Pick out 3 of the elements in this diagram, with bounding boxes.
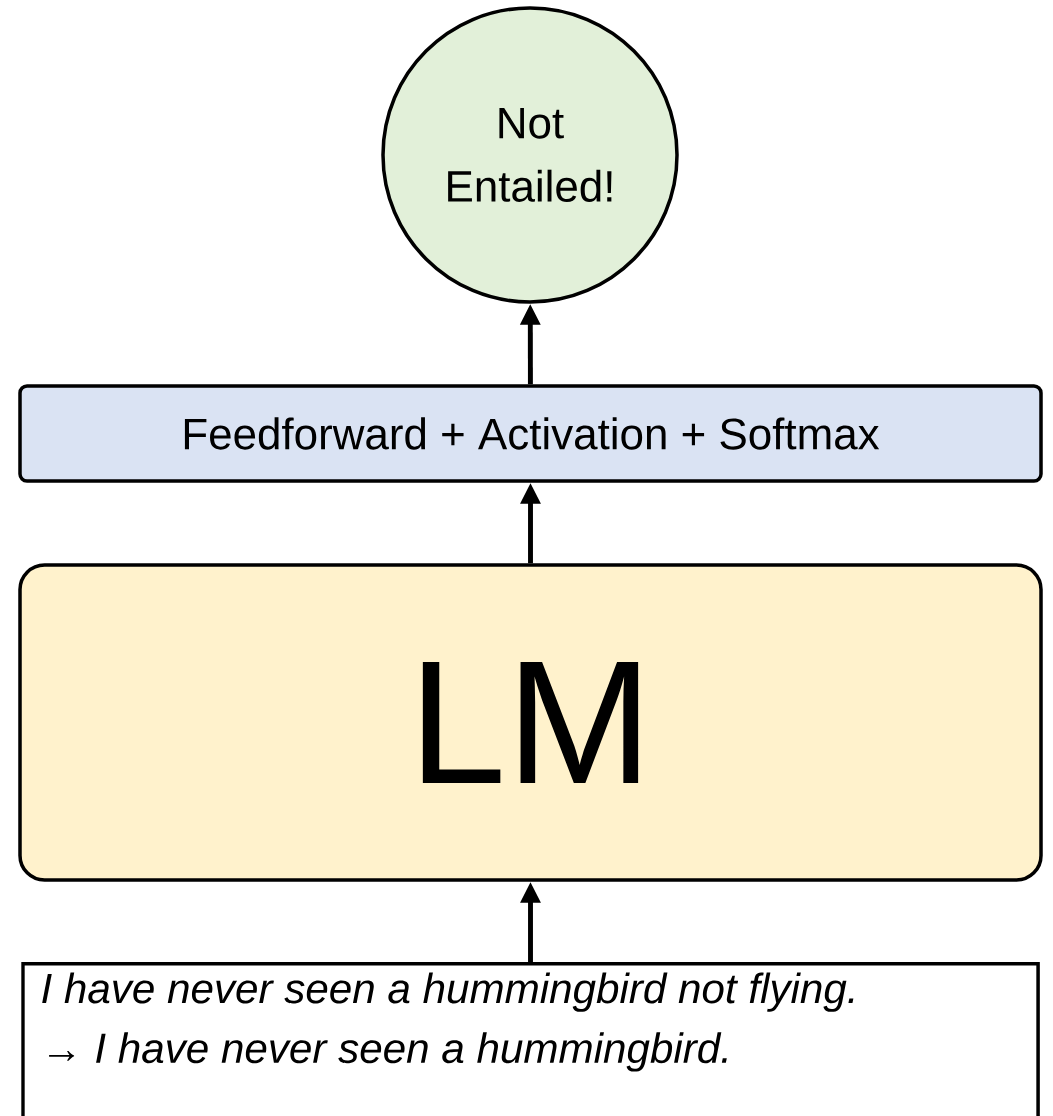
input-text-box: I have never seen a hummingbird not flying. → I have never seen a hummingbird. [21,962,1040,1116]
layer-box: Feedforward + Activation + Softmax [18,384,1043,483]
model-box: LM [18,563,1043,882]
